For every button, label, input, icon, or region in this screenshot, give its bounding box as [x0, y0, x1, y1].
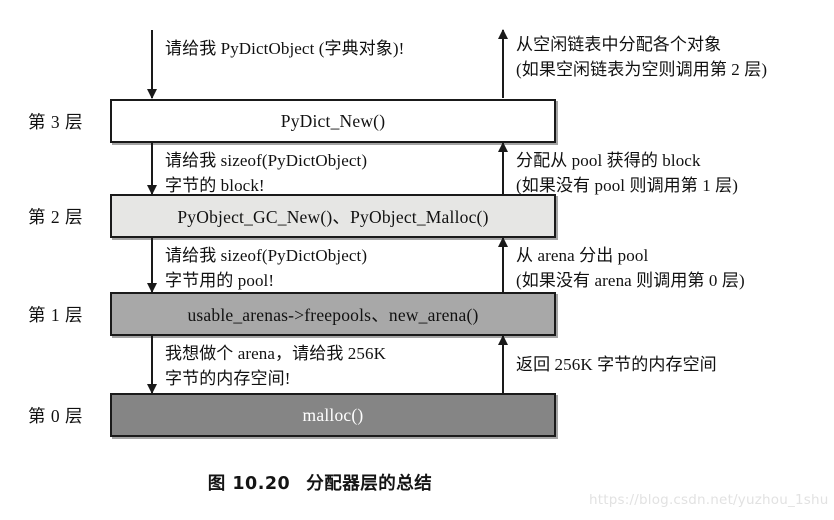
layer-row-1: 第 1 层 usable_arenas->freepools、new_arena… [0, 292, 834, 336]
annotation-response-layer-1-line1: 从 arena 分出 pool [516, 246, 649, 265]
annotation-request-layer-1-line1: 请给我 sizeof(PyDictObject) [165, 246, 368, 265]
annotation-request-layer-2-line1: 请给我 sizeof(PyDictObject) [165, 151, 368, 170]
arrow-response-out-of-layer-2 [497, 142, 508, 194]
figure-caption-title: 分配器层的总结 [306, 474, 433, 494]
arrow-request-into-layer-3 [146, 30, 157, 99]
annotation-response-layer-0-line1: 返回 256K 字节的内存空间 [516, 355, 717, 374]
watermark-url: https://blog.csdn.net/yuzhou_1shu [589, 492, 829, 508]
annotation-request-layer-1: 请给我 sizeof(PyDictObject) 字节用的 pool! [165, 243, 367, 293]
arrow-request-into-layer-1 [146, 238, 157, 293]
arrow-response-out-of-layer-3 [497, 29, 508, 98]
layer-box-3[interactable]: PyDict_New() [110, 99, 556, 143]
layer-label-1: 第 1 层 [28, 304, 83, 325]
annotation-response-top-line1: 从空闲链表中分配各个对象 [516, 35, 722, 54]
layer-row-2: 第 2 层 PyObject_GC_New()、PyObject_Malloc(… [0, 194, 834, 238]
annotation-request-top: 请给我 PyDictObject (字典对象)! [165, 36, 404, 61]
annotation-request-layer-0-line1: 我想做个 arena，请给我 256K [165, 344, 386, 363]
layer-row-3: 第 3 层 PyDict_New() [0, 99, 834, 143]
figure-caption: 图 10.20 分配器层的总结 [0, 470, 640, 495]
annotation-request-layer-1-line2: 字节用的 pool! [165, 271, 275, 290]
annotation-response-top-line2: (如果空闲链表为空则调用第 2 层) [516, 60, 768, 79]
annotation-response-layer-2-line2: (如果没有 pool 则调用第 1 层) [516, 176, 739, 195]
layer-label-2: 第 2 层 [28, 206, 83, 227]
arrow-response-out-of-layer-1 [497, 237, 508, 292]
annotation-response-layer-2: 分配从 pool 获得的 block (如果没有 pool 则调用第 1 层) [516, 148, 738, 198]
annotation-response-layer-1-line2: (如果没有 arena 则调用第 0 层) [516, 271, 745, 290]
layer-box-1[interactable]: usable_arenas->freepools、new_arena() [110, 292, 556, 336]
annotation-request-layer-0: 我想做个 arena，请给我 256K 字节的内存空间! [165, 341, 386, 391]
annotation-request-layer-2: 请给我 sizeof(PyDictObject) 字节的 block! [165, 148, 367, 198]
annotation-response-top: 从空闲链表中分配各个对象 (如果空闲链表为空则调用第 2 层) [516, 32, 767, 82]
layer-label-3: 第 3 层 [28, 111, 83, 132]
annotation-request-layer-2-line2: 字节的 block! [165, 176, 265, 195]
annotation-request-top-line1: 请给我 PyDictObject (字典对象)! [165, 39, 405, 58]
arrow-request-into-layer-0 [146, 336, 157, 394]
annotation-request-layer-0-line2: 字节的内存空间! [165, 369, 291, 388]
layer-label-0: 第 0 层 [28, 405, 83, 426]
layer-row-0: 第 0 层 malloc() [0, 393, 834, 437]
layer-box-0[interactable]: malloc() [110, 393, 556, 437]
annotation-response-layer-2-line1: 分配从 pool 获得的 block [516, 151, 701, 170]
annotation-response-layer-1: 从 arena 分出 pool (如果没有 arena 则调用第 0 层) [516, 243, 745, 293]
figure-caption-number: 图 10.20 [207, 474, 291, 494]
arrow-request-into-layer-2 [146, 143, 157, 195]
arrow-response-out-of-layer-0 [497, 335, 508, 393]
annotation-response-layer-0: 返回 256K 字节的内存空间 [516, 352, 717, 377]
layer-box-2[interactable]: PyObject_GC_New()、PyObject_Malloc() [110, 194, 556, 238]
